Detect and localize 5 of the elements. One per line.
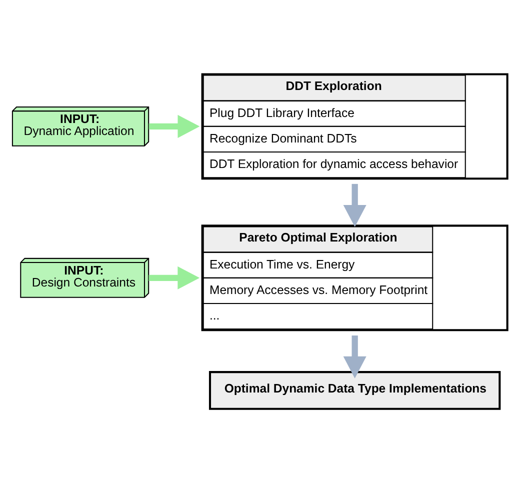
- arrow: [343, 336, 366, 378]
- arrow: [148, 266, 200, 290]
- arrow: [148, 114, 200, 138]
- node-box: Optimal Dynamic Data Type Implementations: [208, 371, 501, 410]
- arrow: [343, 184, 366, 227]
